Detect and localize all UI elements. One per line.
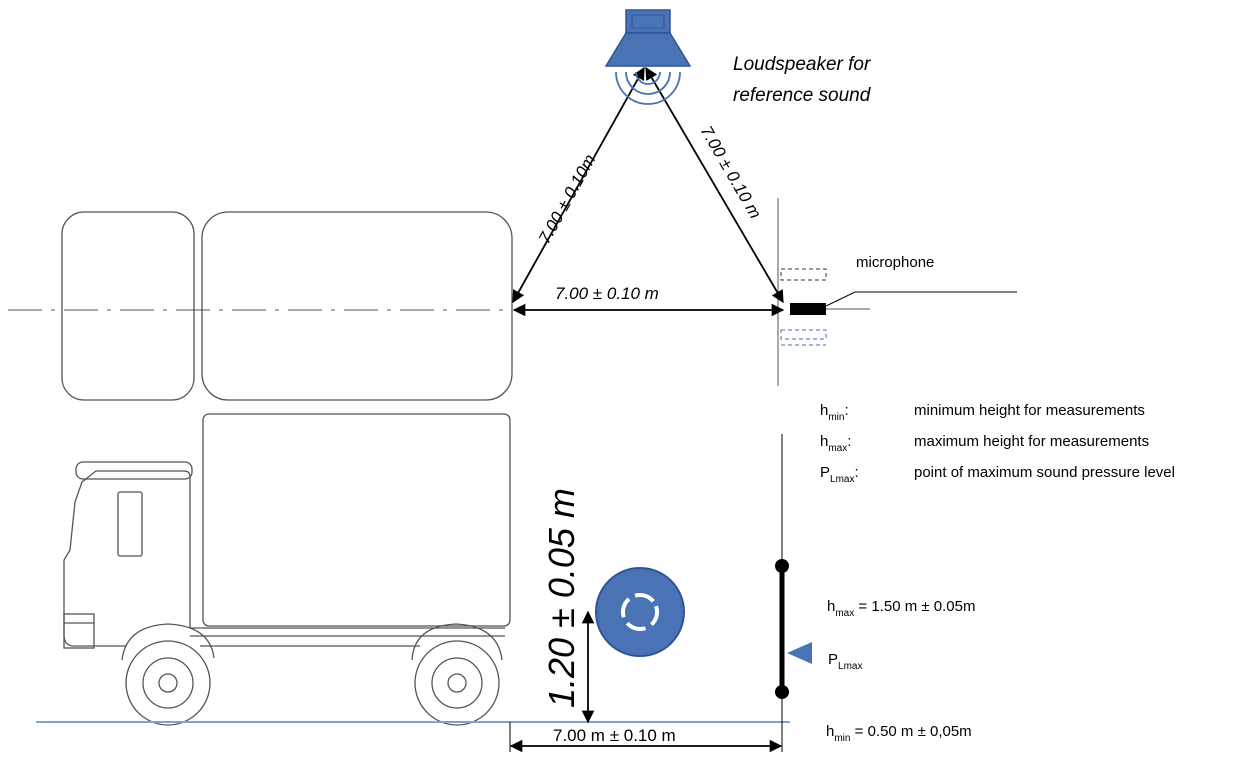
legend-symbol-hmin: hmin:: [820, 402, 849, 423]
microphone-label: microphone: [856, 254, 934, 271]
loudspeaker-label-line1: Loudspeaker for: [733, 54, 871, 75]
loudspeaker-cone: [604, 32, 692, 67]
truck-front-wheel-arch: [121, 623, 215, 661]
loudspeaker-magnet-inner: [631, 14, 665, 29]
left-diagonal-arrow: [512, 66, 645, 304]
sound-wave-3: [615, 71, 681, 105]
sound-source: [595, 567, 685, 657]
horizontal-dimension-label: 7.00 ± 0.10 m: [555, 284, 659, 303]
legend: hmin: minimum height for measurements hm…: [820, 402, 1175, 485]
legend-desc-hmax: maximum height for measurements: [914, 433, 1149, 450]
truck-cab-window: [117, 491, 143, 557]
truck-roof-deflector: [75, 461, 193, 480]
truck-front-wheel: [125, 640, 211, 726]
microphone-icon: [790, 303, 826, 315]
legend-symbol-hmax: hmax:: [820, 433, 851, 454]
truck-rear-wheel-hub: [447, 673, 467, 693]
truck-cargo-box: [202, 413, 511, 627]
right-diagonal-arrow: [645, 66, 784, 304]
vehicle-body-plan: [201, 211, 513, 401]
truck-rear-wheel: [414, 640, 500, 726]
legend-desc-hmin: minimum height for measurements: [914, 402, 1145, 419]
loudspeaker-label-line2: reference sound: [733, 85, 872, 106]
loudspeaker: Loudspeaker for reference sound: [604, 9, 872, 106]
plmax-marker-icon: [787, 642, 812, 664]
height-dimension-label: 1.20 ± 0.05 m: [541, 488, 582, 708]
hmin-marker: [775, 685, 789, 699]
rotation-icon: [621, 593, 659, 631]
truck-side-view: [63, 413, 511, 726]
measurement-pole: [775, 434, 812, 722]
truck-cab: [63, 470, 191, 647]
hmax-pole-label: hmax = 1.50 m ± 0.05m: [827, 598, 975, 619]
truck-headlight: [63, 613, 95, 649]
sound-wave-2: [625, 71, 671, 95]
hmax-marker: [775, 559, 789, 573]
hmin-pole-label: hmin = 0.50 m ± 0,05m: [826, 723, 972, 744]
sound-wave-1: [635, 71, 661, 85]
sound-source-disc: [595, 567, 685, 657]
truck-front-wheel-rim: [142, 657, 194, 709]
truck-rear-wheel-rim: [431, 657, 483, 709]
truck-rear-wheel-arch: [411, 623, 503, 661]
plmax-pole-label: PLmax: [828, 651, 862, 672]
legend-symbol-plmax: PLmax:: [820, 464, 859, 485]
left-diagonal-label: 7.00 ± 0.10m: [535, 151, 600, 247]
truck-front-wheel-hub: [158, 673, 178, 693]
vehicle-cab-plan: [61, 211, 195, 401]
mic-position-lower: [780, 329, 827, 340]
legend-desc-plmax: point of maximum sound pressure level: [914, 464, 1175, 481]
ground-distance-label: 7.00 m ± 0.10 m: [553, 726, 676, 745]
top-view: microphone 7.00 ± 0.10 m 7.00 ± 0.10m 7.…: [8, 66, 1017, 401]
microphone-leader-line: [825, 291, 1017, 307]
mic-position-upper: [780, 268, 827, 281]
loudspeaker-magnet: [625, 9, 671, 34]
